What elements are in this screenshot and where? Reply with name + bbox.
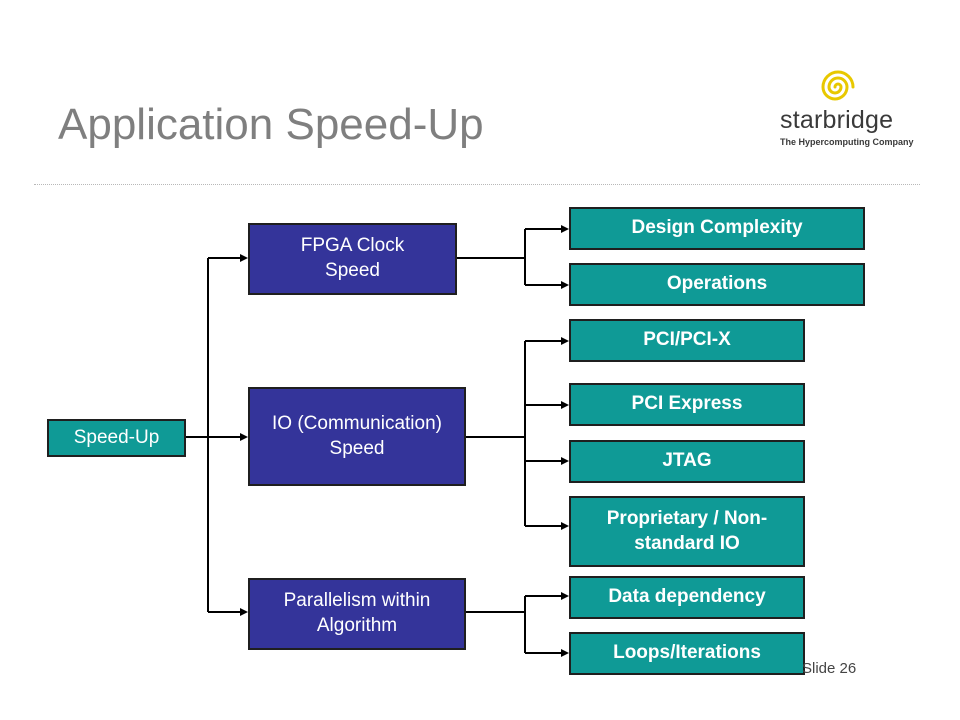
- swirl-icon: [821, 70, 855, 101]
- leaf-node-loops-iterations: Loops/Iterations: [569, 632, 805, 675]
- slide-number: Slide 26: [802, 660, 857, 677]
- leaf-node-proprietary-io: Proprietary / Non-standard IO: [569, 496, 805, 567]
- leaf-node-data-dependency: Data dependency: [569, 576, 805, 619]
- branch-node-fpga-clock-speed: FPGA Clock Speed: [248, 223, 457, 295]
- leaf-node-pci-express: PCI Express: [569, 383, 805, 426]
- leaf-node-pci-pcix: PCI/PCI-X: [569, 319, 805, 362]
- leaf-node-operations: Operations: [569, 263, 865, 306]
- logo-wordmark: starbridge: [780, 106, 894, 134]
- branch-node-io-speed: IO (Communication) Speed: [248, 387, 466, 486]
- title-divider: [34, 184, 920, 185]
- starbridge-logo: starbridge The Hypercomputing Company: [776, 66, 916, 152]
- leaf-node-design-complexity: Design Complexity: [569, 207, 865, 250]
- branch-node-parallelism: Parallelism within Algorithm: [248, 578, 466, 650]
- page-title: Application Speed-Up: [58, 100, 484, 149]
- logo-tagline: The Hypercomputing Company: [780, 137, 914, 147]
- leaf-node-jtag: JTAG: [569, 440, 805, 483]
- root-node-speed-up: Speed-Up: [47, 419, 186, 457]
